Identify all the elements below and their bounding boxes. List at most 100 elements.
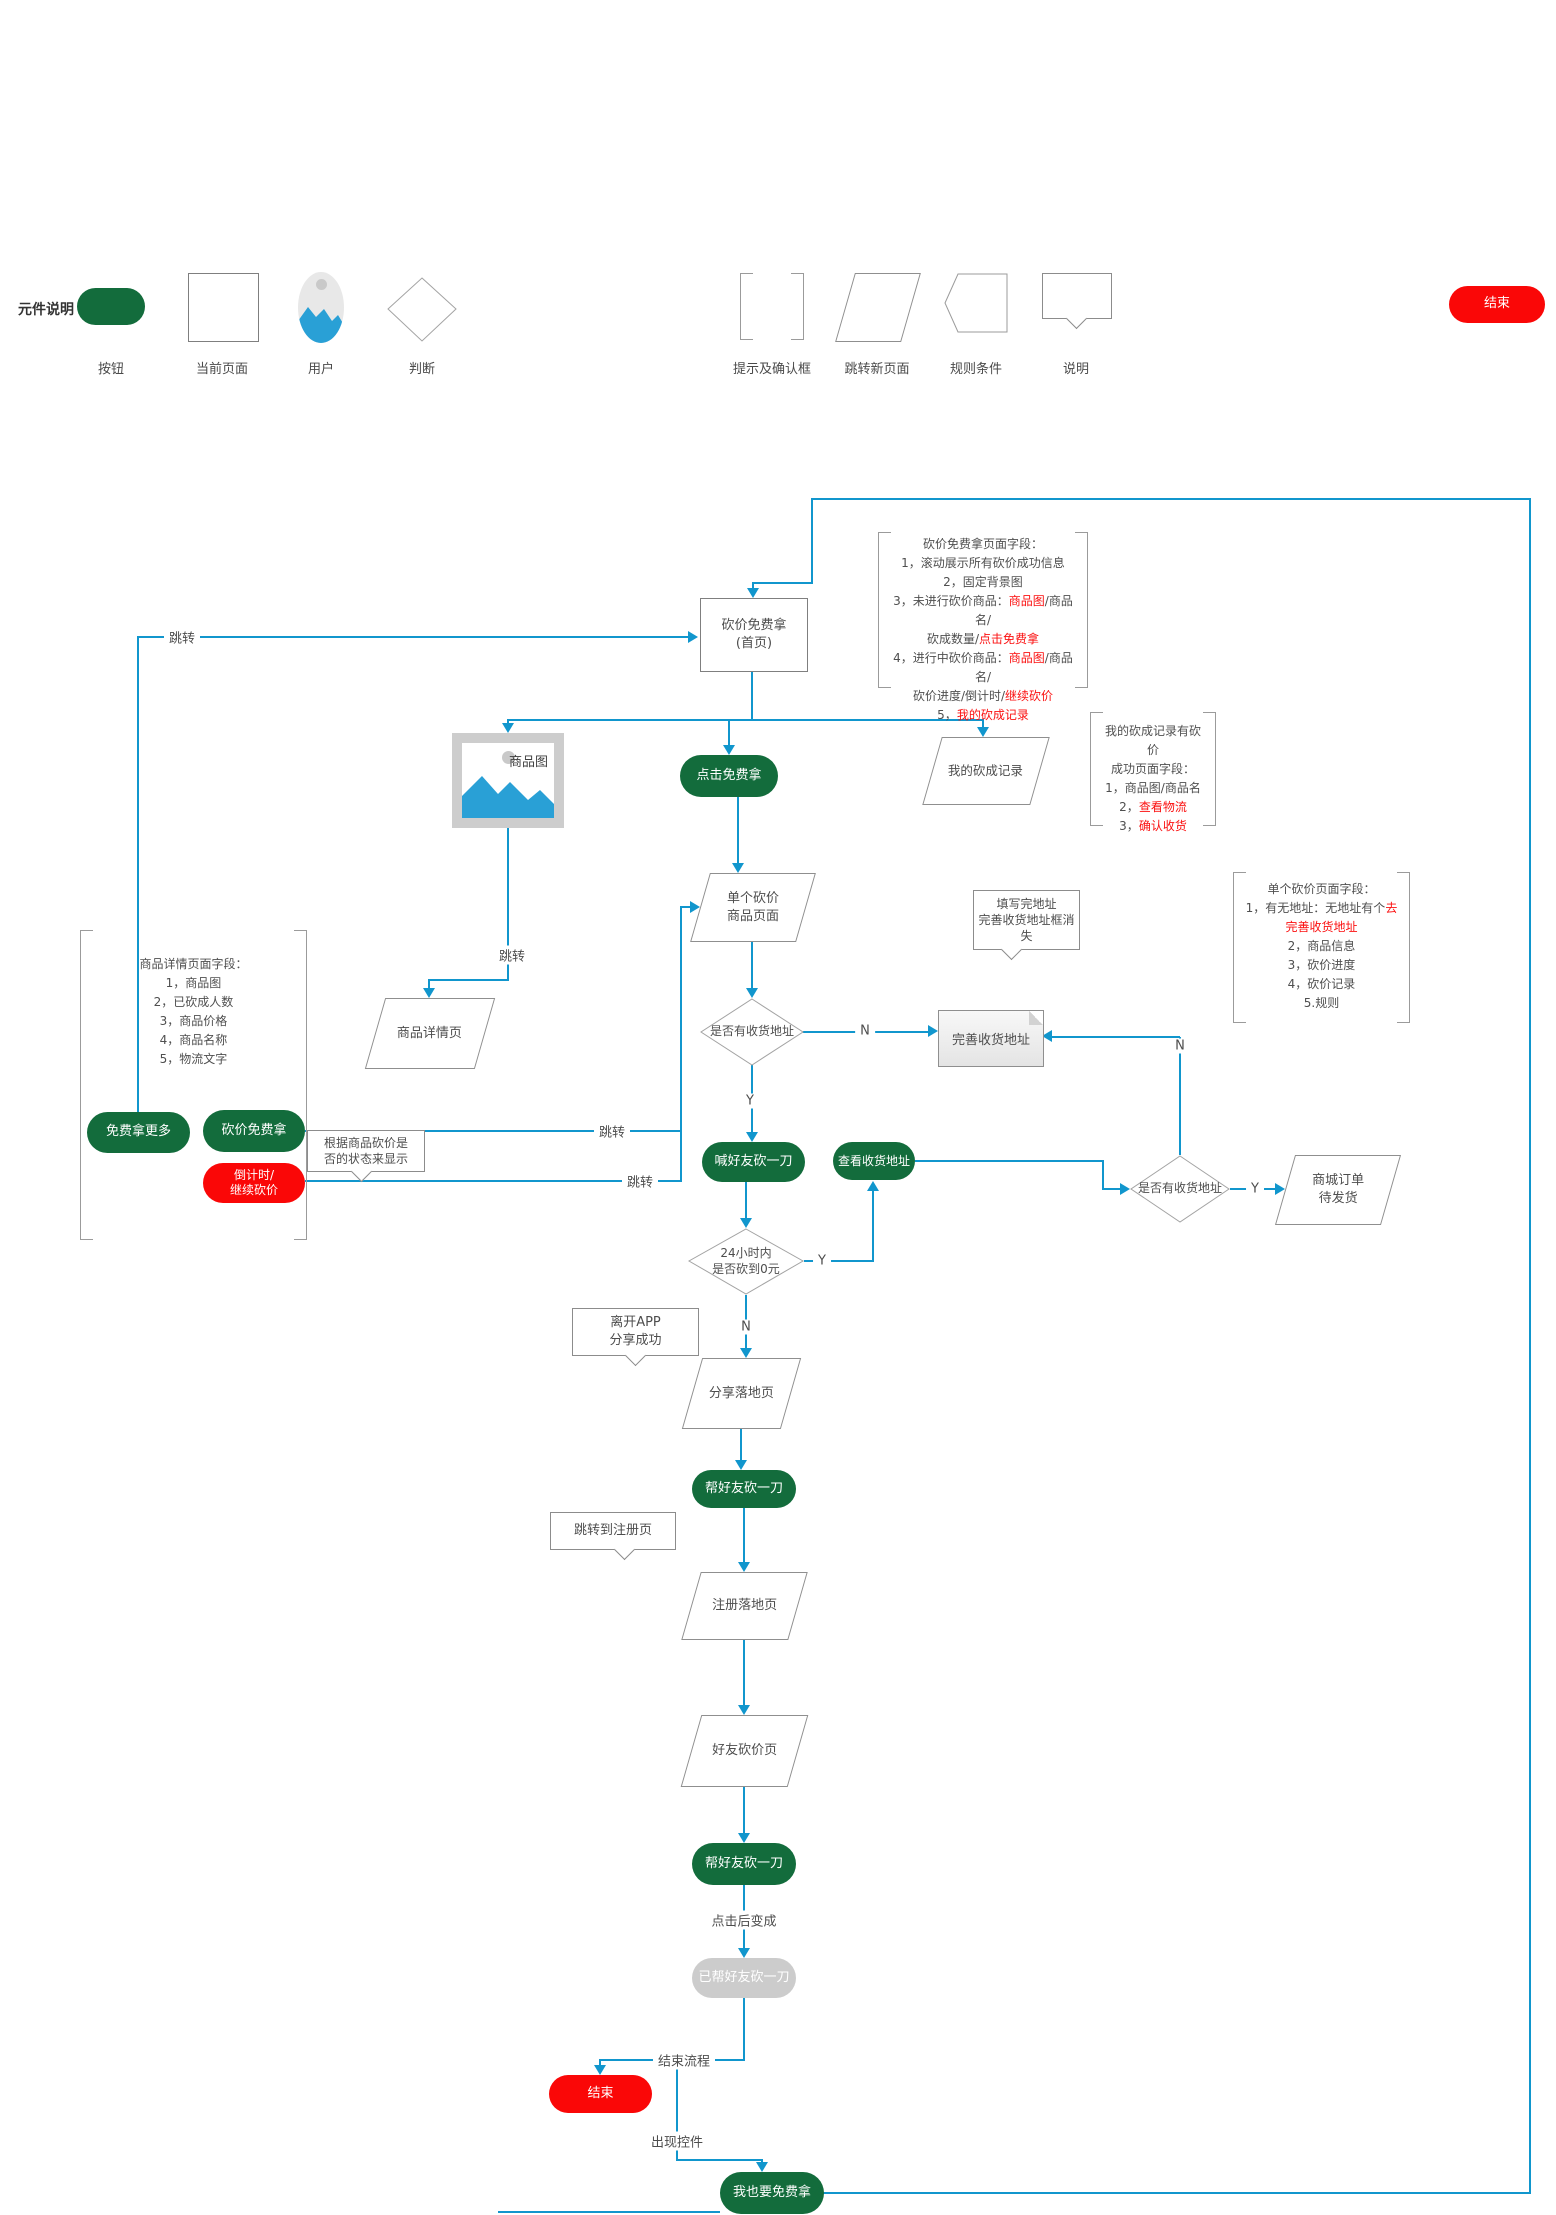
legend-label-jump-page: 跳转新页面 [844,362,910,377]
flow-arrowhead [690,901,700,913]
node-complete-address: 完善收货地址 [938,1010,1044,1067]
flow-line-segment [1102,1160,1104,1190]
edge-label-jump: 跳转 [493,945,531,965]
edge-label-jump: 跳转 [621,1171,659,1191]
callout-status-display: 根据商品砍价是 否的状态来显示 [307,1130,425,1183]
btn-countdown-continue[interactable]: 倒计时/ 继续砍价 [203,1163,305,1203]
flow-arrowhead [740,1348,752,1358]
flow-arrowhead [735,1460,747,1470]
btn-call-friend[interactable]: 喊好友砍一刀 [702,1142,805,1182]
edge-label-no: N [855,1023,875,1039]
flow-line-segment [137,636,139,1113]
node-end: 结束 [549,2075,652,2113]
flow-line-segment [1179,1037,1181,1155]
edge-label-jump: 跳转 [593,1121,631,1141]
node-mall-order: 商城订单待发货 [1274,1155,1402,1225]
btn-help-friend-2[interactable]: 帮好友砍一刀 [692,1843,796,1885]
flow-line-segment [599,2059,601,2067]
flow-arrowhead [738,1705,750,1715]
btn-free-more[interactable]: 免费拿更多 [87,1112,190,1153]
flow-line-segment [676,2059,678,2161]
flow-line-segment [680,906,690,908]
callout-leave-app: 离开APP 分享成功 [572,1308,699,1367]
flow-line-segment [1102,1188,1120,1190]
legend-label-decision: 判断 [408,362,436,377]
flow-line-segment [743,1785,745,1833]
decision-has-address-2: 是否有收货地址 [1130,1155,1230,1223]
mountain-icon [462,776,554,818]
flow-line-segment [676,2159,763,2161]
flow-line-segment [752,582,754,590]
flow-line-segment [751,670,753,721]
flow-line-segment [428,979,430,989]
flow-line-segment [305,1180,682,1182]
node-register-landing-page: 注册落地页 [681,1572,808,1640]
node-single-bargain-page: 单个砍价商品页面 [690,873,816,942]
edge-label-jump: 跳转 [163,627,201,647]
edge-label-yes: Y [741,1093,759,1109]
flow-arrowhead [867,1181,879,1191]
flow-line-segment [753,582,813,584]
flow-arrowhead [688,631,698,643]
edge-label-no: N [736,1319,756,1335]
flow-line-segment [812,498,1530,500]
legend-button-shape [77,288,145,325]
flow-line-segment [982,719,984,728]
flow-arrowhead [594,2065,606,2075]
edge-label-end-flow: 结束流程 [652,2050,716,2070]
btn-view-address[interactable]: 查看收货地址 [833,1142,915,1180]
flow-line-segment [728,719,730,746]
flow-line-segment [761,2159,763,2164]
legend-current-page-shape [188,273,259,342]
node-my-records-page: 我的砍成记录 [922,737,1050,805]
flow-line-segment [811,498,813,584]
node-friend-bargain-page: 好友砍价页 [680,1715,809,1787]
flow-line-segment [804,1260,874,1262]
flow-line-segment [507,828,509,981]
legend-label-current-page: 当前页面 [195,362,249,377]
flow-arrowhead [738,1833,750,1843]
edge-label-no: N [1170,1038,1190,1054]
btn-i-also-free[interactable]: 我也要免费拿 [720,2172,824,2214]
flow-line-segment [745,1181,747,1219]
legend-end-button: 结束 [1449,286,1545,323]
decision-has-address: 是否有收货地址 [700,998,804,1066]
node-share-landing-page: 分享落地页 [681,1358,802,1429]
flow-line-segment [737,797,739,864]
flow-line-segment [137,636,690,638]
btn-bargain-free[interactable]: 砍价免费拿 [203,1110,305,1152]
flow-line-segment [743,1508,745,1562]
flow-line-segment [802,2192,1530,2194]
flow-line-segment [507,719,984,721]
user-head-icon [316,279,327,290]
node-product-detail-page: 商品详情页 [364,998,496,1069]
decision-within-24h: 24小时内 是否砍到0元 [688,1228,804,1295]
node-product-image: 商品图 [452,733,564,828]
flow-line-segment [751,940,753,989]
edge-label-show-widget: 出现控件 [645,2131,709,2151]
edge-label-yes: Y [813,1253,831,1269]
flow-arrowhead [977,727,989,737]
btn-help-friend[interactable]: 帮好友砍一刀 [692,1470,796,1508]
flow-arrowhead [502,723,514,733]
legend-rule-shape [944,273,1008,337]
edge-label-after-click: 点击后变成 [706,1910,782,1930]
btn-click-free[interactable]: 点击免费拿 [680,755,778,797]
callout-address-done: 填写完地址 完善收货地址框消失 [973,890,1080,961]
flow-line-segment [743,1998,745,2061]
edge-label-yes: Y [1246,1181,1264,1197]
btn-helped-friend-disabled: 已帮好友砍一刀 [692,1958,796,1998]
flow-line-segment [305,1130,682,1132]
product-image-label: 商品图 [508,755,548,770]
flow-arrowhead [423,988,435,998]
callout-jump-register: 跳转到注册页 [550,1512,676,1561]
flow-line-segment [428,979,508,981]
flow-arrowhead [1042,1030,1052,1042]
flow-line-segment [1529,498,1531,2194]
flow-arrowhead [747,588,759,598]
legend-prompt-shape [740,273,804,340]
flow-arrowhead [928,1025,938,1037]
